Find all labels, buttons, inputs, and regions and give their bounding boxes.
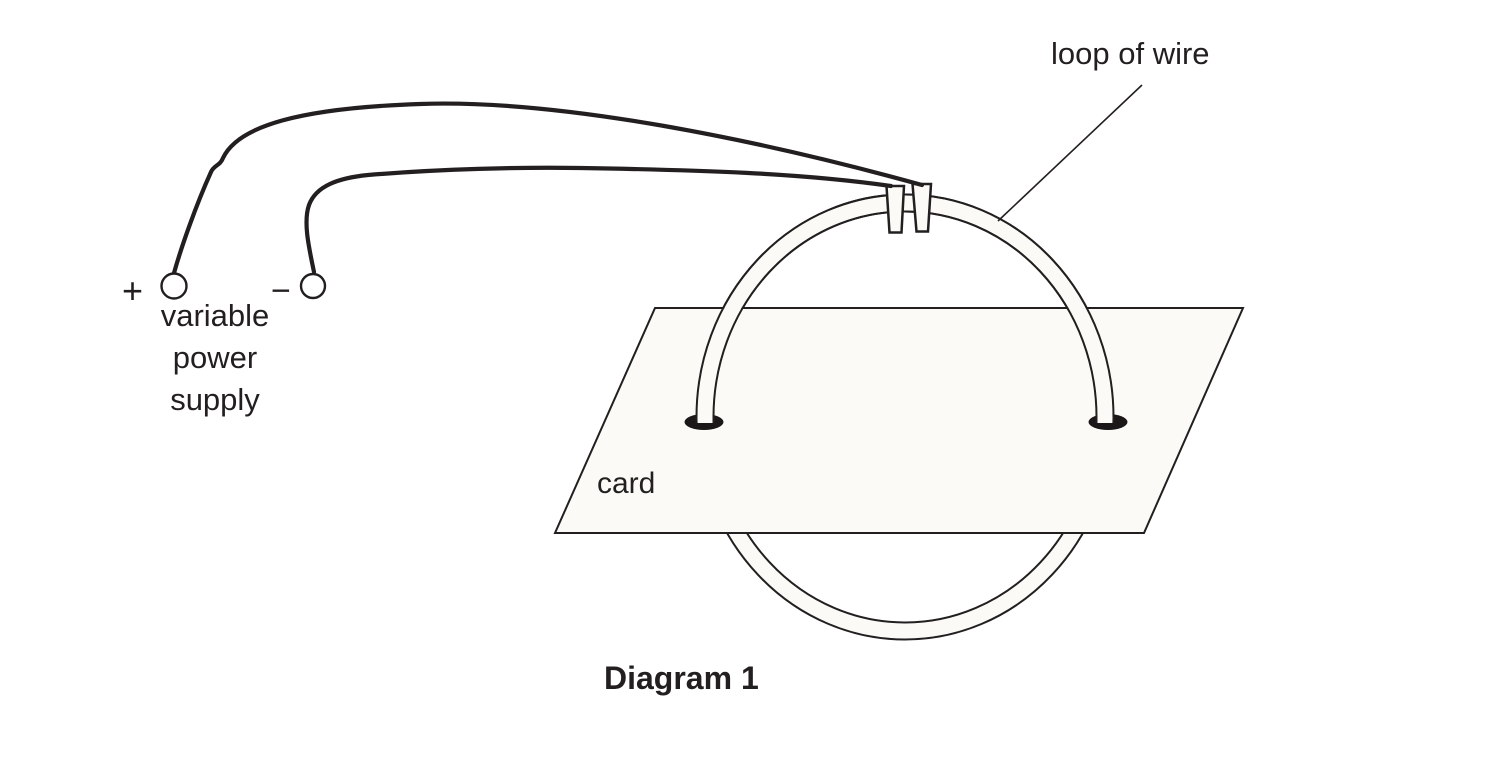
power-supply-label: variable power supply	[160, 298, 270, 417]
figure-caption: Diagram 1	[604, 660, 759, 696]
card-sheet	[553, 307, 1245, 534]
lead-from-negative	[304, 165, 894, 275]
wire-loop-front	[695, 193, 1115, 423]
loop-terminal-tabs	[885, 182, 933, 234]
lead-from-positive	[171, 101, 925, 276]
positive-terminal	[160, 272, 188, 300]
negative-terminal	[299, 272, 327, 300]
loop-of-wire-label: loop of wire	[1051, 36, 1210, 71]
positive-terminal-label: +	[122, 270, 144, 311]
supply-leads	[171, 101, 925, 276]
loop-tab-right	[911, 182, 933, 233]
negative-terminal-label: −	[271, 272, 291, 310]
card-label: card	[597, 467, 656, 500]
loop-label-leader-line	[997, 84, 1143, 222]
loop-tab-left	[885, 184, 906, 234]
